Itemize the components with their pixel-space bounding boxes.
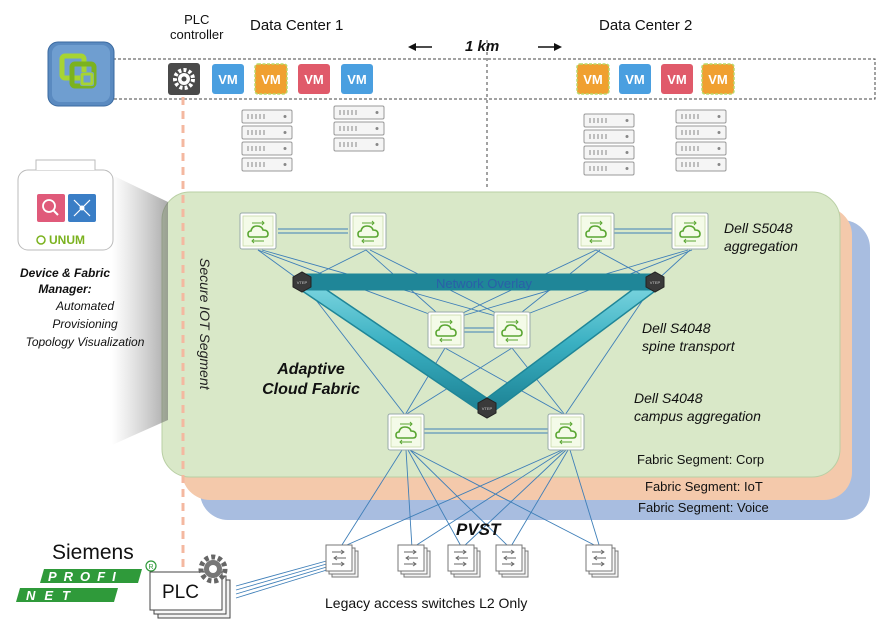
campus-line2: campus aggregation (634, 408, 761, 424)
manager-title: Device & Fabric Manager: (0, 265, 130, 297)
spine-switch (493, 311, 531, 349)
plc-device (149, 571, 231, 619)
svg-text:VM: VM (667, 72, 687, 87)
analytics-icon (37, 194, 65, 222)
segment-iot-label: Fabric Segment: IoT (645, 479, 763, 494)
vm-block (661, 64, 693, 94)
adaptive-cloud-fabric-label: Adaptive Cloud Fabric (246, 360, 376, 400)
campus-line1: Dell S4048 (634, 390, 703, 406)
vm-group: VM VM VM VM VM VM VM VM (212, 63, 735, 95)
agg-switch (671, 212, 709, 250)
manager-features: Automated Provisioning Topology Visualiz… (0, 297, 170, 351)
vm-block (298, 64, 330, 94)
profinet-net-text: NET (26, 588, 79, 603)
agg-switch (577, 212, 615, 250)
network-overlay-tubes (293, 273, 664, 413)
agg-switch (239, 212, 277, 250)
manager-card (17, 159, 114, 251)
s5048-line2: aggregation (724, 238, 798, 254)
vm-block (576, 63, 610, 95)
manager-title-line1: Device & Fabric (19, 266, 111, 280)
campus-switch (387, 413, 425, 451)
profinet-logo: R (16, 560, 157, 602)
vm-block (254, 63, 288, 95)
plc-label: PLC (162, 582, 199, 603)
manager-feature: Provisioning (52, 317, 118, 331)
manager-feature: Automated (55, 299, 115, 313)
spine-switch (427, 311, 465, 349)
legacy-switches-label: Legacy access switches L2 Only (325, 595, 528, 611)
svg-text:VM: VM (218, 72, 238, 87)
siemens-label: Siemens (52, 541, 134, 564)
svg-text:VM: VM (347, 72, 367, 87)
server-racks (241, 105, 727, 176)
s5048-label: Dell S5048 aggregation (724, 219, 798, 255)
spine-line2: spine transport (642, 338, 735, 354)
adaptive-line2: Cloud Fabric (262, 381, 360, 398)
s5048-line1: Dell S5048 (724, 220, 793, 236)
svg-text:VTEP: VTEP (650, 280, 661, 285)
pvst-label: PVST (456, 520, 501, 539)
spine-label: Dell S4048 spine transport (642, 319, 735, 355)
unum-brand: UNUM (49, 233, 85, 247)
distance-arrows (408, 43, 562, 51)
campus-switch (547, 413, 585, 451)
plc-controller-label: PLC controller (170, 12, 224, 42)
distance-label: 1 km (465, 38, 500, 55)
plc-controller-gear-icon (168, 63, 200, 95)
svg-text:VM: VM (304, 72, 324, 87)
svg-text:VM: VM (261, 72, 281, 87)
vm-block (212, 64, 244, 94)
vsphere-logo (47, 41, 115, 107)
vtep-labels: VTEP VTEP VTEP (297, 280, 661, 411)
manager-title-line2: Manager: (38, 282, 92, 296)
manager-feature: Topology Visualization (25, 335, 145, 349)
spine-line1: Dell S4048 (642, 320, 711, 336)
segment-voice-label: Fabric Segment: Voice (638, 500, 769, 515)
plc-gear-icon (198, 554, 228, 584)
vm-block (701, 63, 735, 95)
unum-logo-icon (36, 235, 46, 245)
secure-iot-segment-label: Secure IOT Segment (197, 258, 213, 391)
vm-block (341, 64, 373, 94)
manager-shadow (112, 175, 168, 445)
dc1-label: Data Center 1 (250, 17, 344, 34)
campus-label: Dell S4048 campus aggregation (634, 389, 761, 425)
agg-switch (349, 212, 387, 250)
svg-text:VTEP: VTEP (297, 280, 308, 285)
svg-text:VM: VM (708, 72, 728, 87)
network-overlay-label: Network Overlay (436, 276, 533, 291)
adaptive-line1: Adaptive (277, 361, 345, 378)
profinet-profi-text: PROFI (48, 569, 123, 584)
svg-text:R: R (148, 564, 153, 571)
dc2-label: Data Center 2 (599, 17, 693, 34)
vm-block (619, 64, 651, 94)
segment-corp-label: Fabric Segment: Corp (637, 452, 765, 467)
svg-text:VM: VM (625, 72, 645, 87)
svg-text:VTEP: VTEP (482, 406, 493, 411)
legacy-l2-switches (325, 544, 619, 578)
svg-text:VM: VM (583, 72, 603, 87)
